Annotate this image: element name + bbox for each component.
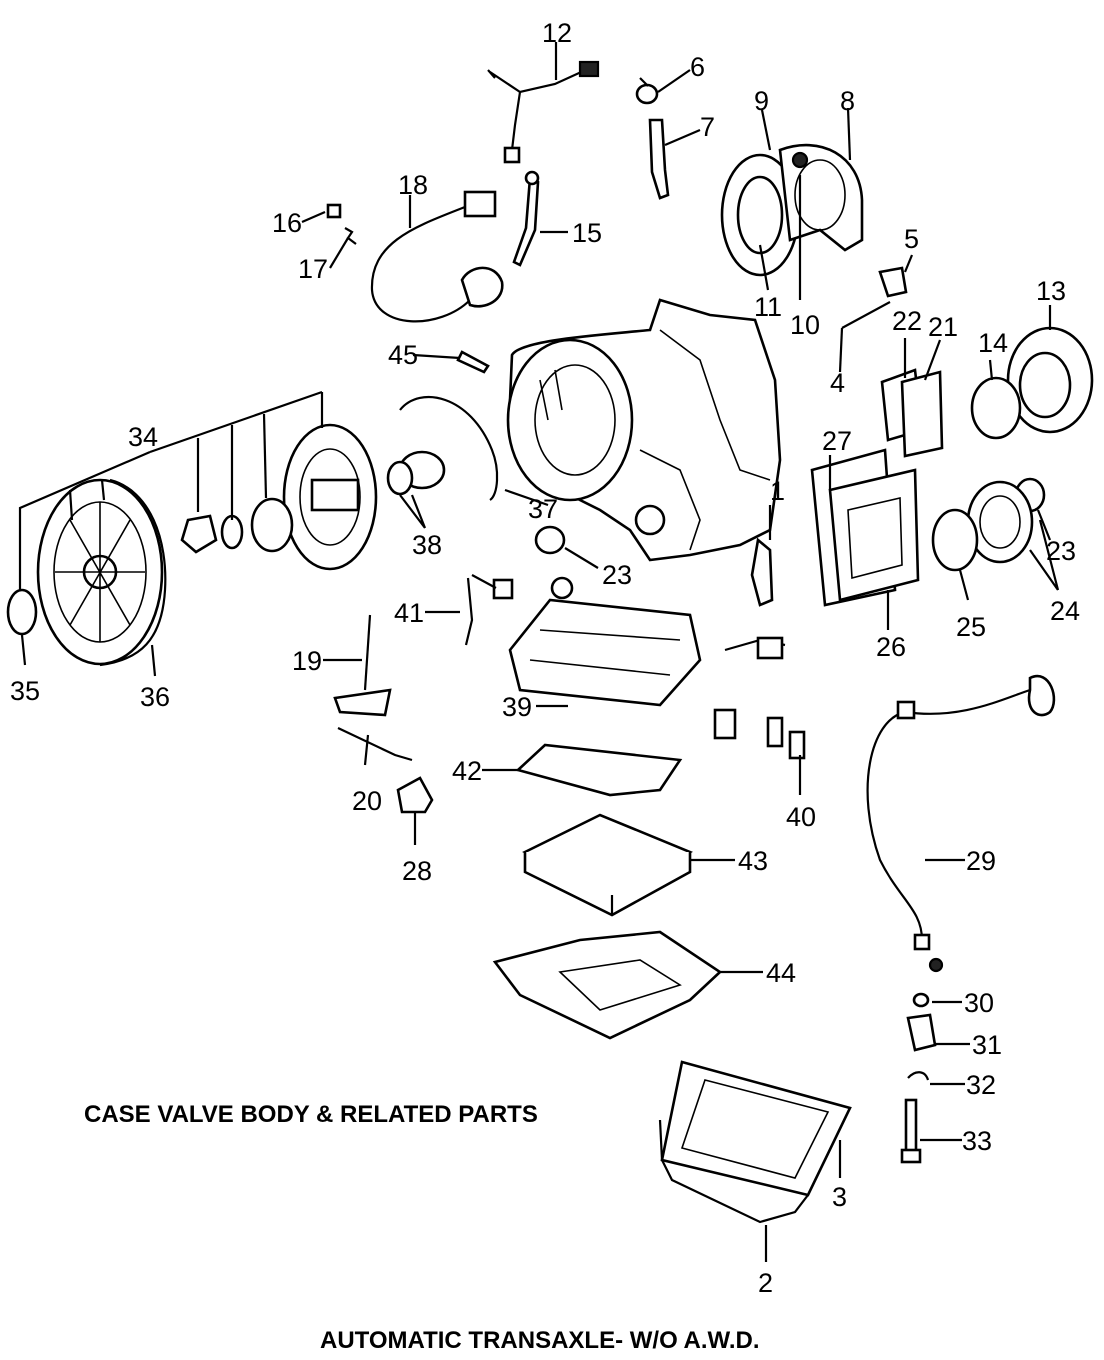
part-42-filter bbox=[515, 743, 683, 797]
part-13-drum bbox=[1006, 326, 1094, 434]
part-25-ring bbox=[931, 508, 979, 572]
part-28-bracket bbox=[396, 776, 434, 814]
callout-35: 35 bbox=[10, 676, 40, 706]
callout-33: 33 bbox=[962, 1126, 992, 1156]
part-29-cable bbox=[866, 674, 1056, 951]
callout-43: 43 bbox=[738, 846, 768, 876]
callout-4: 4 bbox=[830, 368, 845, 398]
callout-28: 28 bbox=[402, 856, 432, 886]
callout-15: 15 bbox=[572, 218, 602, 248]
callout-44: 44 bbox=[766, 958, 796, 988]
part-2-oil-pan bbox=[658, 1119, 809, 1224]
part-33-bolt bbox=[900, 1098, 922, 1164]
callout-2: 2 bbox=[758, 1268, 773, 1298]
callout-9: 9 bbox=[754, 86, 769, 116]
part-17-spring bbox=[344, 227, 357, 245]
part-38-rings bbox=[386, 450, 446, 496]
callout-37: 37 bbox=[528, 494, 558, 524]
part-39-valve-body bbox=[508, 576, 702, 707]
callout-1: 1 bbox=[770, 476, 785, 506]
part-4-rod bbox=[841, 301, 891, 329]
callout-19: 19 bbox=[292, 646, 322, 676]
callout-42: 42 bbox=[452, 756, 482, 786]
callout-10: 10 bbox=[790, 310, 820, 340]
part-30-nut bbox=[912, 957, 944, 1008]
callout-26: 26 bbox=[876, 632, 906, 662]
callout-22: 22 bbox=[892, 306, 922, 336]
section-caption: CASE VALVE BODY & RELATED PARTS bbox=[84, 1101, 538, 1128]
part-6-cap bbox=[635, 77, 659, 105]
part-35-seal bbox=[6, 588, 38, 636]
part-8-9-10-11-housing bbox=[720, 143, 864, 277]
callout-16: 16 bbox=[272, 208, 302, 238]
part-31-fitting bbox=[906, 1013, 937, 1052]
part-3-gasket bbox=[660, 1060, 852, 1197]
part-36-torque-converter bbox=[36, 478, 167, 667]
callout-12: 12 bbox=[542, 18, 572, 48]
callout-31: 31 bbox=[972, 1030, 1002, 1060]
part-23-seal-left bbox=[534, 525, 566, 555]
callout-labels: 12 6 7 9 8 18 16 15 17 5 13 11 10 22 21 … bbox=[10, 18, 1080, 1298]
callout-30: 30 bbox=[964, 988, 994, 1018]
callout-11: 11 bbox=[754, 292, 782, 322]
part-20-rod bbox=[337, 727, 413, 762]
diagram-title: AUTOMATIC TRANSAXLE- W/O A.W.D. bbox=[320, 1327, 760, 1354]
part-5-bolt bbox=[878, 266, 908, 298]
callout-6: 6 bbox=[690, 52, 705, 82]
part-14-ring bbox=[970, 376, 1022, 440]
callout-24: 24 bbox=[1050, 596, 1080, 626]
callout-7: 7 bbox=[700, 112, 715, 142]
part-18-cable bbox=[370, 190, 504, 323]
callout-21: 21 bbox=[928, 312, 958, 342]
part-19-shaft bbox=[333, 614, 392, 717]
part-16-clip bbox=[326, 203, 342, 219]
callout-5: 5 bbox=[904, 224, 919, 254]
part-45-bolt bbox=[456, 350, 490, 374]
part-1-bracket bbox=[750, 537, 774, 607]
callout-23-left: 23 bbox=[602, 560, 632, 590]
callout-45: 45 bbox=[388, 340, 418, 370]
callout-40: 40 bbox=[786, 802, 816, 832]
callout-29: 29 bbox=[966, 846, 996, 876]
leader-lines bbox=[18, 42, 1060, 1262]
part-44-tray bbox=[492, 930, 723, 1040]
callout-18: 18 bbox=[398, 170, 428, 200]
part-7-tube bbox=[648, 118, 670, 200]
callout-36: 36 bbox=[140, 682, 170, 712]
part-1-transaxle-case bbox=[506, 298, 782, 562]
part-24-differential bbox=[966, 480, 1034, 564]
part-37-seal bbox=[399, 395, 499, 501]
callout-25: 25 bbox=[956, 612, 986, 642]
part-41-sensor bbox=[464, 574, 514, 646]
part-21-plate bbox=[900, 370, 944, 458]
part-34-pump-group bbox=[180, 423, 378, 571]
callout-38: 38 bbox=[412, 530, 442, 560]
callout-17: 17 bbox=[298, 254, 328, 284]
part-32-clip bbox=[907, 1071, 930, 1081]
callout-14: 14 bbox=[978, 328, 1008, 358]
callout-23-right: 23 bbox=[1046, 536, 1076, 566]
callout-13: 13 bbox=[1036, 276, 1066, 306]
callout-41: 41 bbox=[394, 598, 424, 628]
part-12-harness bbox=[487, 60, 600, 164]
callout-8: 8 bbox=[840, 86, 855, 116]
part-40-solenoids bbox=[713, 636, 806, 760]
part-15-lever bbox=[512, 170, 540, 267]
part-26-side-cover bbox=[828, 468, 920, 602]
callout-34: 34 bbox=[128, 422, 158, 452]
callout-39: 39 bbox=[502, 692, 532, 722]
callout-20: 20 bbox=[352, 786, 382, 816]
callout-32: 32 bbox=[966, 1070, 996, 1100]
part-43-box bbox=[522, 813, 694, 917]
callout-3: 3 bbox=[832, 1182, 847, 1212]
callout-27: 27 bbox=[822, 426, 852, 456]
